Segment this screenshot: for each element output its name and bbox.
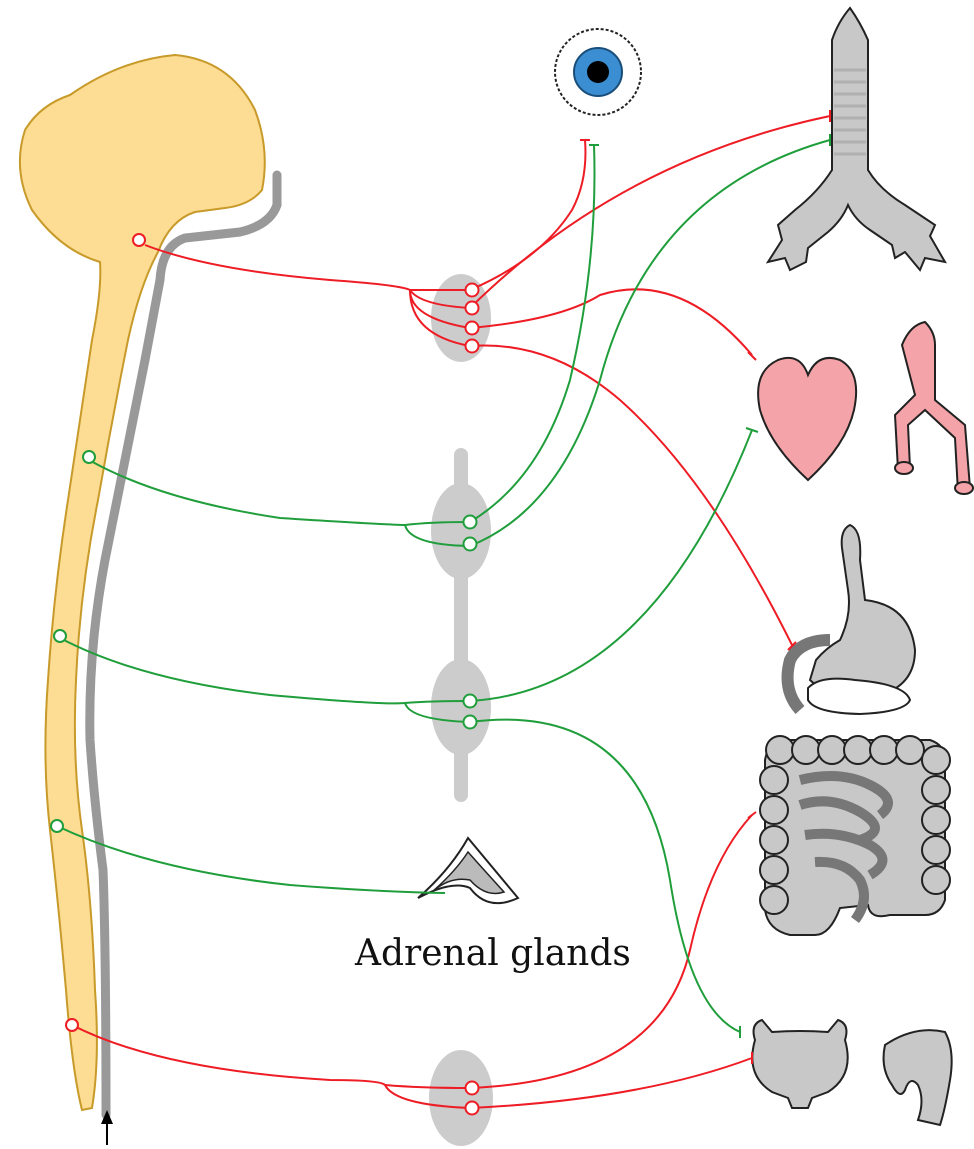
ganglion-thoracic: [431, 483, 491, 579]
green-to-lungs: [470, 140, 830, 546]
sympathetic-chain: [429, 274, 493, 1146]
pregang-sacral-red: [72, 1025, 470, 1108]
blood-vessel-icon: [895, 322, 973, 494]
neuron-brain-red: [133, 234, 145, 246]
brain-and-spinal-cord: [20, 55, 265, 1110]
neuron-lumbar-green: [54, 630, 66, 642]
reproductive-organ-icon: [884, 1030, 952, 1125]
green-to-heart: [470, 430, 752, 701]
ganglion-lumbar: [431, 659, 491, 755]
eye-icon: [555, 29, 641, 115]
parasympathetic-nerves: [57, 134, 830, 1038]
intestines-icon: [760, 736, 950, 935]
red-to-bladder: [470, 1058, 752, 1108]
neuron-sacral-red: [66, 1019, 78, 1031]
central-nervous-system: [20, 55, 277, 1145]
red-to-lungs: [470, 116, 830, 308]
green-to-bladder: [470, 720, 740, 1032]
red-to-eye: [470, 140, 585, 290]
stomach-icon: [788, 525, 915, 714]
adrenal-glands-label: Adrenal glands: [354, 933, 631, 974]
heart-icon: [758, 358, 856, 480]
green-to-adrenal: [57, 826, 445, 893]
neuron-thoracic-green: [83, 451, 95, 463]
ganglion-cranial: [431, 274, 491, 362]
neuron-adrenal-green: [51, 820, 63, 832]
lungs-icon: [768, 8, 945, 270]
red-to-stomach: [470, 345, 792, 645]
ganglion-sacral: [429, 1050, 493, 1146]
pregang-cranial-red: [145, 245, 470, 328]
bladder-icon: [752, 1020, 847, 1108]
